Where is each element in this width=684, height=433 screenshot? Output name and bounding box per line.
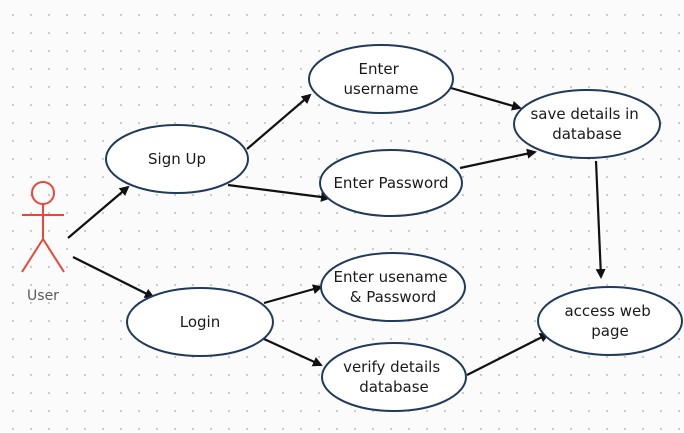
use-case-label-line-2: username — [344, 80, 419, 98]
use-case-enter-password: Enter Password — [319, 149, 463, 217]
edge-verify-details-to-access-web-page — [466, 333, 550, 376]
use-case-label-line-1: save details in — [530, 105, 638, 123]
user-actor: User — [21, 181, 65, 304]
use-case-verify-details: verify details database — [321, 342, 467, 412]
use-case-label-line-1: Enter usename — [334, 268, 448, 286]
use-case-label-line-1: verify details — [343, 358, 440, 376]
use-case-label-line-1: Enter — [358, 60, 399, 78]
use-case-login: Login — [126, 287, 274, 357]
edge-enter-username-to-save-details — [450, 86, 522, 111]
svg-text:access web page: access web page — [564, 302, 655, 340]
use-case-ellipse — [513, 89, 661, 159]
svg-text:Enter usename & Passwo: Enter usename & Password — [334, 268, 453, 306]
edge-signup-to-enter-username — [246, 93, 312, 150]
use-case-label-line-2: page — [591, 322, 628, 340]
use-case-ellipse — [537, 286, 683, 356]
edge-login-to-verify-details — [263, 337, 323, 367]
edge-actor-to-signup — [67, 185, 130, 239]
actor-label: User — [27, 288, 59, 304]
svg-text:Enter username: Enter username — [344, 60, 419, 98]
edge-signup-to-enter-password — [227, 183, 331, 202]
svg-text:Login: Login — [180, 313, 220, 331]
svg-text:Sign Up: Sign Up — [148, 150, 206, 168]
use-case-ellipse — [319, 149, 463, 217]
edge-actor-to-login — [72, 256, 155, 298]
use-case-access-web-page: access web page — [537, 286, 683, 356]
use-case-ellipse — [105, 124, 249, 194]
use-case-sign-up: Sign Up — [105, 124, 249, 194]
actor-head — [31, 181, 55, 205]
svg-text:verify details databas: verify details database — [343, 358, 445, 396]
svg-text:save details in databa: save details in database — [530, 105, 643, 143]
edge-login-to-enter-username-password — [263, 284, 323, 305]
use-case-label-line-2: database — [552, 125, 622, 143]
use-case-label-line-2: & Password — [350, 288, 437, 306]
use-case-label-line-1: access web — [564, 302, 650, 320]
use-case-enter-username-password: Enter usename & Password — [320, 252, 466, 322]
actor-left-leg — [21, 238, 44, 273]
edges-layer — [67, 86, 606, 376]
use-case-ellipse — [126, 287, 274, 357]
svg-text:Enter Password: Enter Password — [333, 174, 448, 192]
use-case-enter-username: Enter username — [308, 44, 454, 114]
use-case-label: Enter Password — [333, 174, 448, 192]
use-case-ellipse — [308, 44, 454, 114]
use-case-ellipse — [321, 342, 467, 412]
use-case-label: Sign Up — [148, 150, 206, 168]
use-case-label: Login — [180, 313, 220, 331]
use-case-save-details: save details in database — [513, 89, 661, 159]
use-case-label-line-2: database — [359, 378, 429, 396]
use-case-ellipse — [320, 252, 466, 322]
edge-enter-password-to-save-details — [459, 148, 537, 170]
actor-right-leg — [42, 238, 65, 273]
edge-save-details-to-access-web-page — [594, 160, 606, 279]
